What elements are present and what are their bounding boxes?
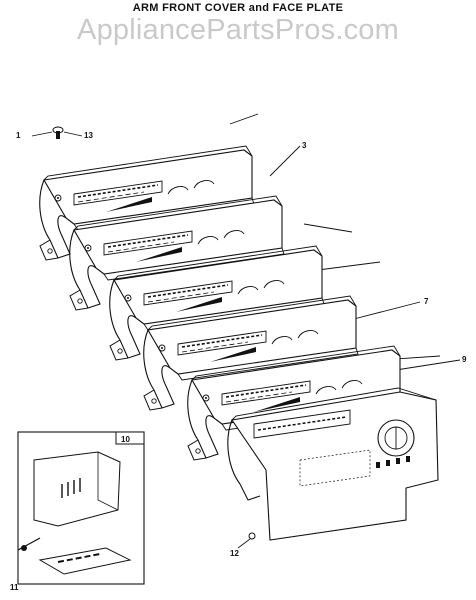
callout-9: 9 <box>462 355 467 364</box>
watermark-text: AppliancePartsPros.com <box>77 14 399 46</box>
callout-11: 11 <box>10 583 19 592</box>
screw-part <box>31 126 83 139</box>
washer-part <box>237 532 256 549</box>
callout-7: 7 <box>424 297 429 306</box>
callout-10: 10 <box>121 435 130 444</box>
callout-3: 3 <box>302 141 307 150</box>
callout-13: 13 <box>84 131 93 140</box>
callout-12: 12 <box>230 549 239 558</box>
inset-detail-box <box>17 431 145 585</box>
arm-front-cover <box>227 387 439 541</box>
diagram-title: ARM FRONT COVER and FACE PLATE <box>132 2 344 14</box>
callout-1: 1 <box>16 131 21 140</box>
